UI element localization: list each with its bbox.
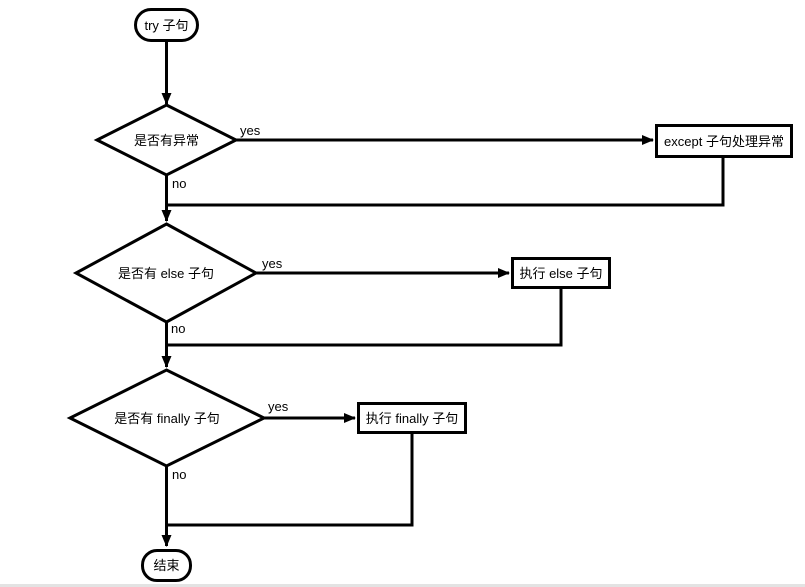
window-bottom-edge bbox=[0, 584, 805, 587]
decision-has-else-shape bbox=[72, 222, 260, 324]
edge-label-exception-no: no bbox=[172, 176, 187, 191]
end-node: 结束 bbox=[141, 549, 192, 582]
decision-has-finally-label: 是否有 finally 子句 bbox=[114, 410, 220, 426]
edge-finally-return bbox=[165, 434, 414, 527]
except-handler-box: except 子句处理异常 bbox=[655, 124, 793, 158]
run-else-label: 执行 else 子句 bbox=[519, 265, 603, 281]
run-finally-box: 执行 finally 子句 bbox=[357, 402, 467, 434]
run-finally-label: 执行 finally 子句 bbox=[365, 410, 459, 426]
start-node-label: try 子句 bbox=[144, 17, 189, 33]
edge-label-finally-no: no bbox=[172, 467, 187, 482]
end-node-label: 结束 bbox=[153, 558, 180, 573]
edge-except-return bbox=[165, 158, 725, 207]
except-handler-label: except 子句处理异常 bbox=[664, 133, 784, 149]
decision-has-exception-shape bbox=[93, 103, 240, 177]
edge-label-exception-yes: yes bbox=[240, 123, 261, 138]
decision-has-finally-shape bbox=[66, 368, 268, 468]
edge-label-finally-yes: yes bbox=[268, 399, 289, 414]
run-else-box: 执行 else 子句 bbox=[511, 257, 611, 289]
edge-label-else-no: no bbox=[171, 321, 186, 336]
edge-label-else-yes: yes bbox=[262, 256, 283, 271]
start-node: try 子句 bbox=[134, 8, 199, 42]
edge-else-return bbox=[165, 289, 563, 347]
decision-has-else-label: 是否有 else 子句 bbox=[117, 265, 215, 281]
decision-has-exception-label: 是否有异常 bbox=[133, 132, 199, 148]
